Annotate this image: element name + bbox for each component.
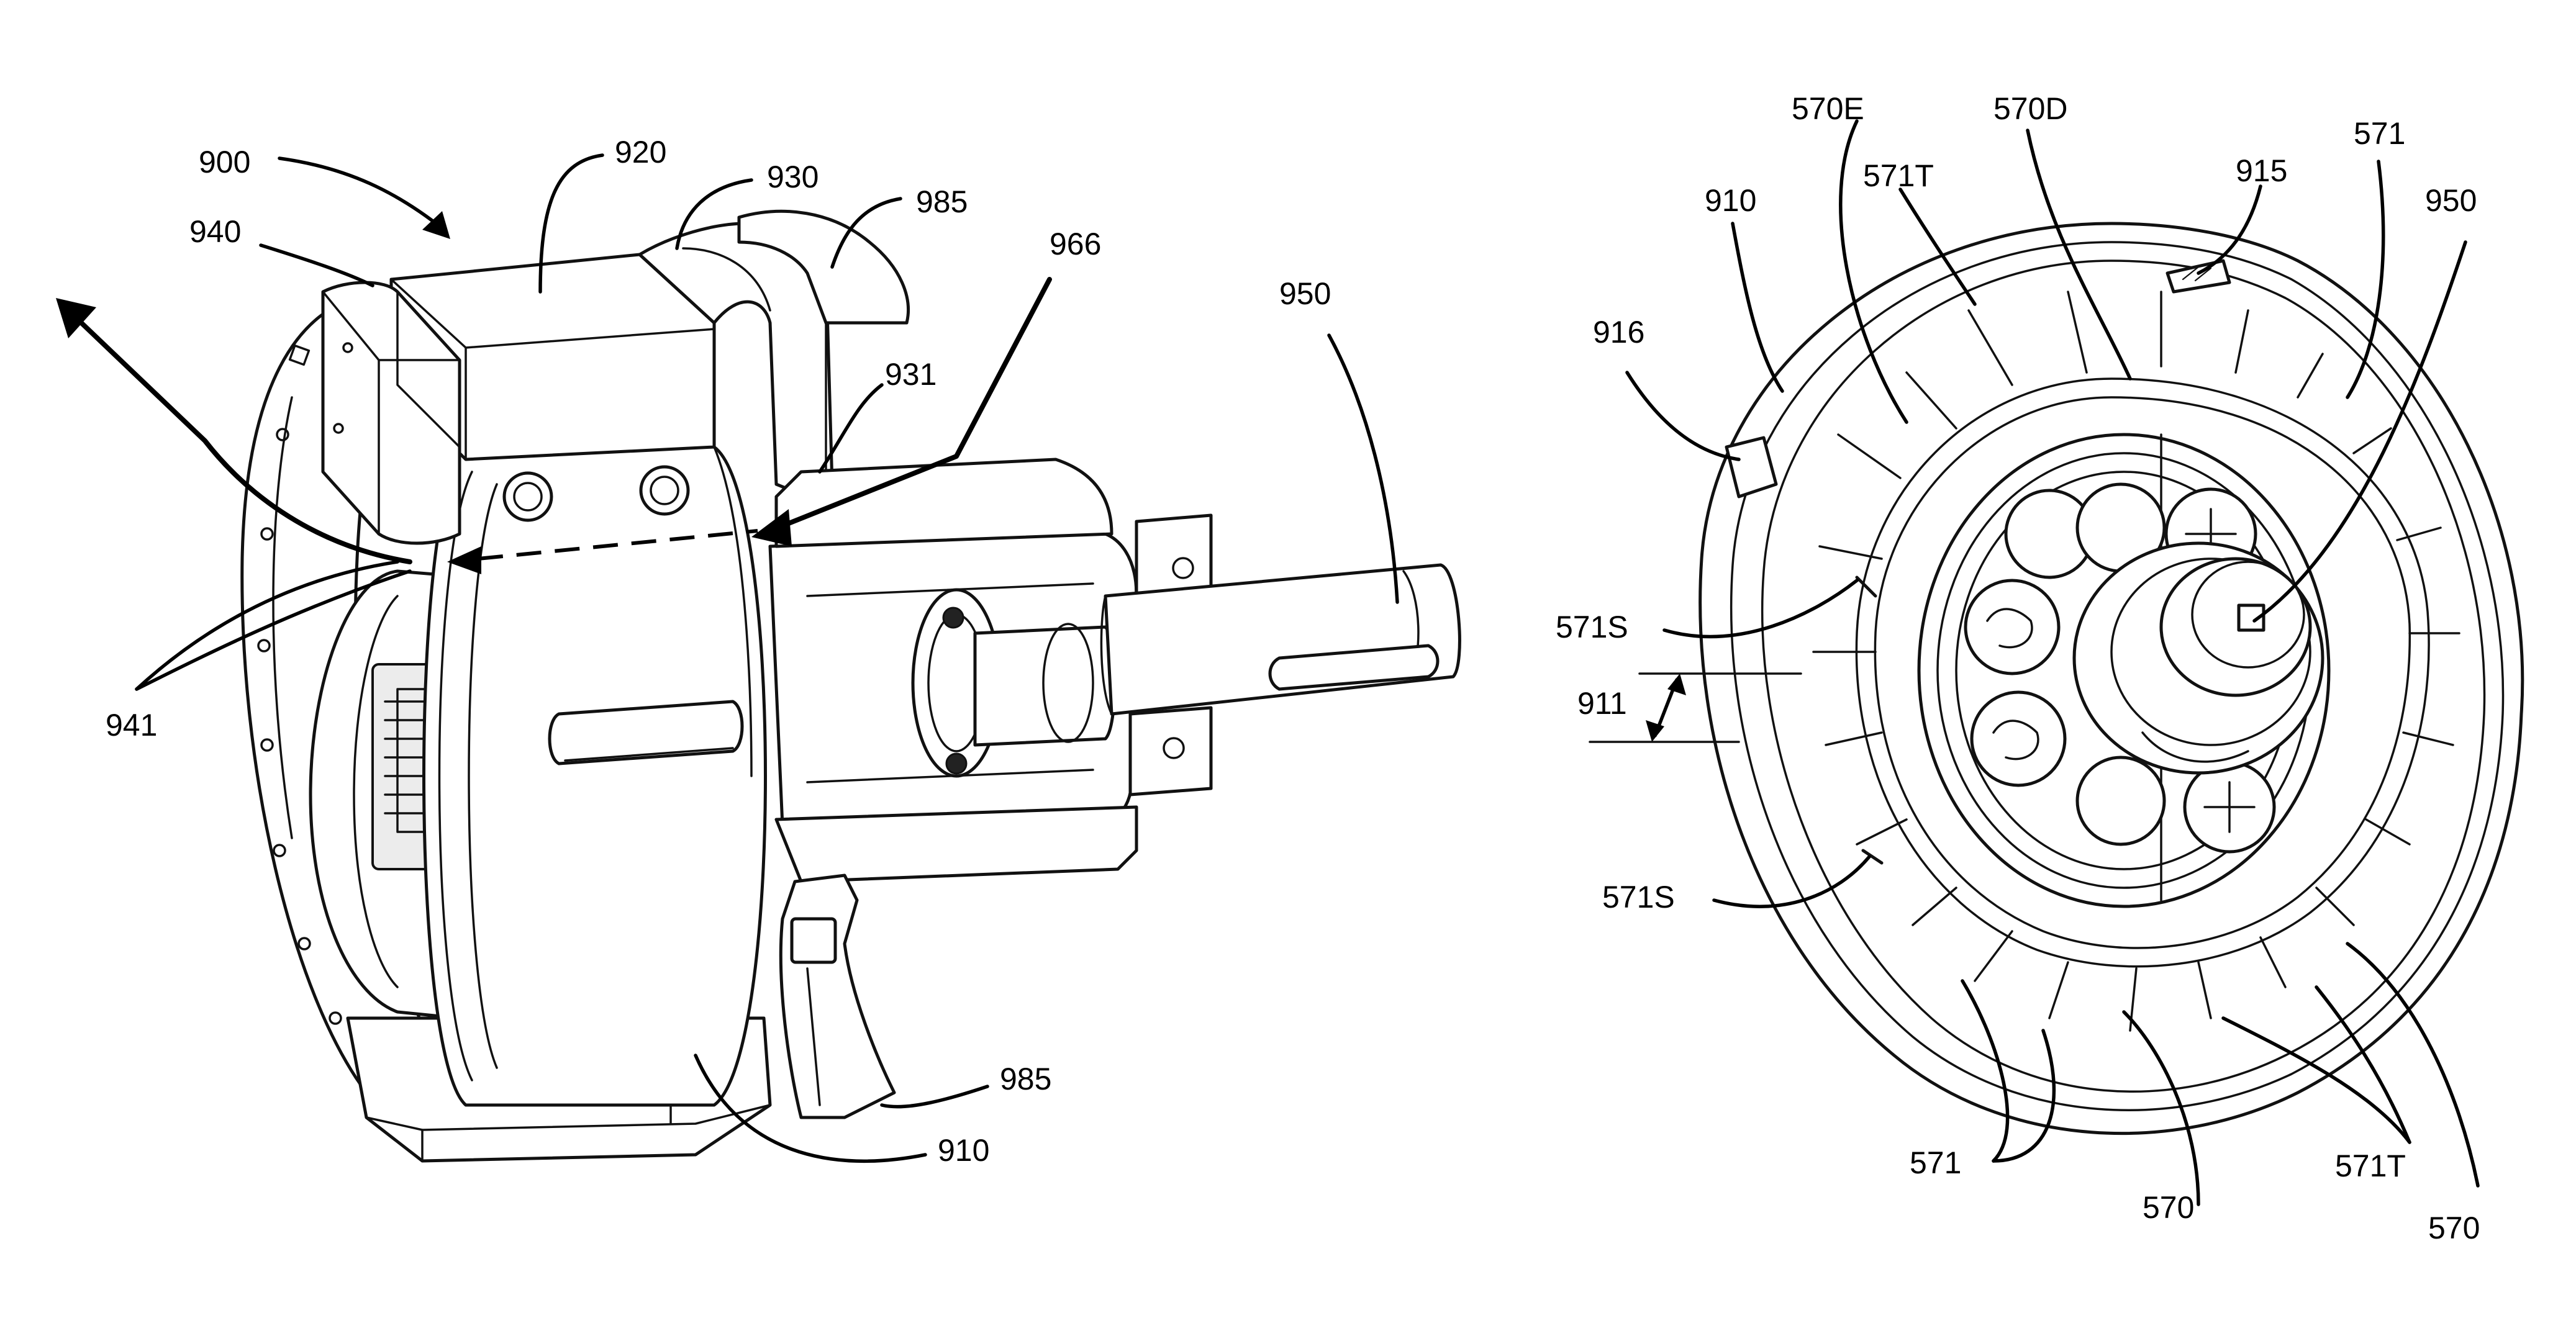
label-985-top: 985	[916, 184, 968, 219]
label-571S-top: 571S	[1556, 610, 1628, 644]
label-941: 941	[106, 708, 157, 742]
shaft-950-end	[2074, 543, 2323, 773]
leader-950	[1329, 335, 1397, 602]
gear-screw	[1972, 692, 2065, 785]
label-570-bottom: 570	[2428, 1211, 2480, 1245]
clamp-bracket-bottom	[781, 875, 894, 1117]
label-571-bottom: 571	[1910, 1145, 1961, 1180]
left-view-assembly: 900 920 930 985 966 940 931 950 941 985 …	[56, 135, 1459, 1168]
label-940: 940	[189, 214, 241, 249]
label-571S-bottom: 571S	[1602, 880, 1675, 914]
label-571T-top: 571T	[1863, 158, 1934, 193]
label-950-right: 950	[2425, 183, 2477, 218]
label-966: 966	[1050, 227, 1101, 261]
label-570E: 570E	[1792, 91, 1864, 126]
leader-916	[1627, 372, 1739, 459]
label-910-left: 910	[938, 1133, 989, 1168]
leader-910-right	[1733, 223, 1782, 391]
label-571T-bottom: 571T	[2335, 1149, 2406, 1183]
leader-985-bottom	[882, 1086, 987, 1107]
label-931: 931	[885, 357, 937, 392]
label-900: 900	[199, 145, 250, 179]
label-570-mid: 570	[2143, 1190, 2194, 1225]
label-911: 911	[1577, 686, 1627, 721]
leader-940	[261, 245, 373, 286]
label-930: 930	[767, 160, 819, 194]
screw-hole	[2077, 757, 2164, 844]
label-910-right: 910	[1705, 183, 1756, 218]
label-916: 916	[1593, 315, 1644, 350]
label-915: 915	[2236, 153, 2287, 188]
label-950-left: 950	[1279, 276, 1331, 311]
label-571-top: 571	[2354, 116, 2405, 151]
label-985-bottom: 985	[1000, 1062, 1051, 1096]
gear-screw	[1966, 580, 2059, 674]
arrow-966-head	[751, 509, 792, 546]
leader-900	[279, 158, 444, 230]
right-view-end-view: 570E 570D 571 910 571T 915 950 916 571S …	[1556, 91, 2523, 1245]
screw	[2185, 762, 2274, 852]
label-920: 920	[615, 135, 666, 169]
label-570D: 570D	[1993, 91, 2068, 126]
